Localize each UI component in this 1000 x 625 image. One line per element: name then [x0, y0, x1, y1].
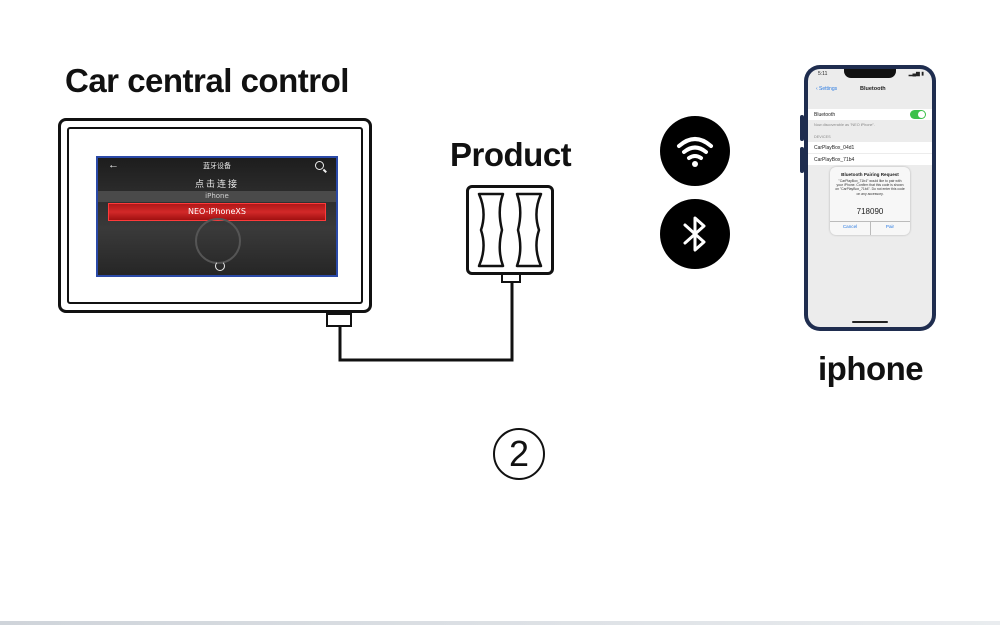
device-row-2[interactable] — [808, 154, 932, 165]
search-icon[interactable] — [315, 161, 324, 170]
status-time: 5:11 — [818, 71, 828, 77]
product-label: Product — [450, 136, 572, 173]
settings-back-link[interactable]: ‹ Settings — [816, 86, 838, 92]
discoverable-note: Now discoverable as "NEO iPhone". — [814, 123, 875, 127]
bluetooth-label: Bluetooth — [814, 112, 836, 118]
play-watermark-icon — [195, 218, 241, 264]
phone-notch — [844, 69, 896, 78]
dialog-button-divider — [870, 221, 871, 235]
iphone-screen: 5:11 ▂▄▆ ▮ ‹ Settings Bluetooth Bluetoot… — [808, 69, 932, 327]
car-head-unit-bezel — [67, 127, 363, 304]
pairing-code: 718090 — [856, 207, 884, 216]
pairing-dialog-body: "CarPlayBox_71b4" would like to pair wit… — [835, 179, 905, 196]
pairing-dialog-title: Bluetooth Pairing Request — [841, 172, 899, 177]
refresh-icon[interactable] — [215, 261, 225, 271]
bluetooth-page-title: Bluetooth — [860, 86, 886, 92]
bottom-divider — [0, 621, 1000, 625]
device-name-2: CarPlayBox_71b4 — [814, 157, 855, 163]
car-central-control-label: Car central control — [65, 62, 349, 99]
car-screen: ← 蓝牙设备 点击连接 iPhone NEO-iPhoneXS — [96, 156, 338, 277]
car-device-item-iphone[interactable]: iPhone — [98, 191, 336, 202]
device-row-1[interactable] — [808, 142, 932, 153]
bluetooth-toggle-row — [808, 109, 932, 120]
device-name-1: CarPlayBox_04d1 — [814, 145, 855, 151]
car-screen-title: 蓝牙设备 — [203, 162, 231, 170]
iphone-device: 5:11 ▂▄▆ ▮ ‹ Settings Bluetooth Bluetoot… — [804, 65, 936, 331]
back-arrow-icon[interactable]: ← — [108, 159, 119, 171]
pairing-dialog: Bluetooth Pairing Request "CarPlayBox_71… — [830, 167, 910, 235]
status-icons: ▂▄▆ ▮ — [908, 71, 924, 77]
cancel-button[interactable]: Cancel — [842, 224, 858, 229]
pair-button[interactable]: Pair — [885, 224, 895, 229]
product-logo-icon — [477, 192, 543, 268]
home-indicator — [852, 321, 888, 323]
bluetooth-badge — [660, 199, 730, 269]
wifi-badge — [660, 116, 730, 186]
devices-header: DEVICES — [814, 135, 831, 139]
car-screen-connect-hint: 点击连接 — [194, 180, 239, 190]
product-device — [466, 185, 554, 275]
bluetooth-toggle[interactable] — [910, 110, 926, 119]
product-usb-port — [501, 273, 521, 283]
bluetooth-icon — [683, 216, 706, 252]
wifi-icon — [677, 137, 713, 167]
iphone-label: iphone — [818, 350, 924, 387]
car-usb-port — [326, 313, 352, 327]
volume-down-button — [800, 147, 804, 173]
volume-up-button — [800, 115, 804, 141]
step-number: 2 — [493, 428, 545, 480]
